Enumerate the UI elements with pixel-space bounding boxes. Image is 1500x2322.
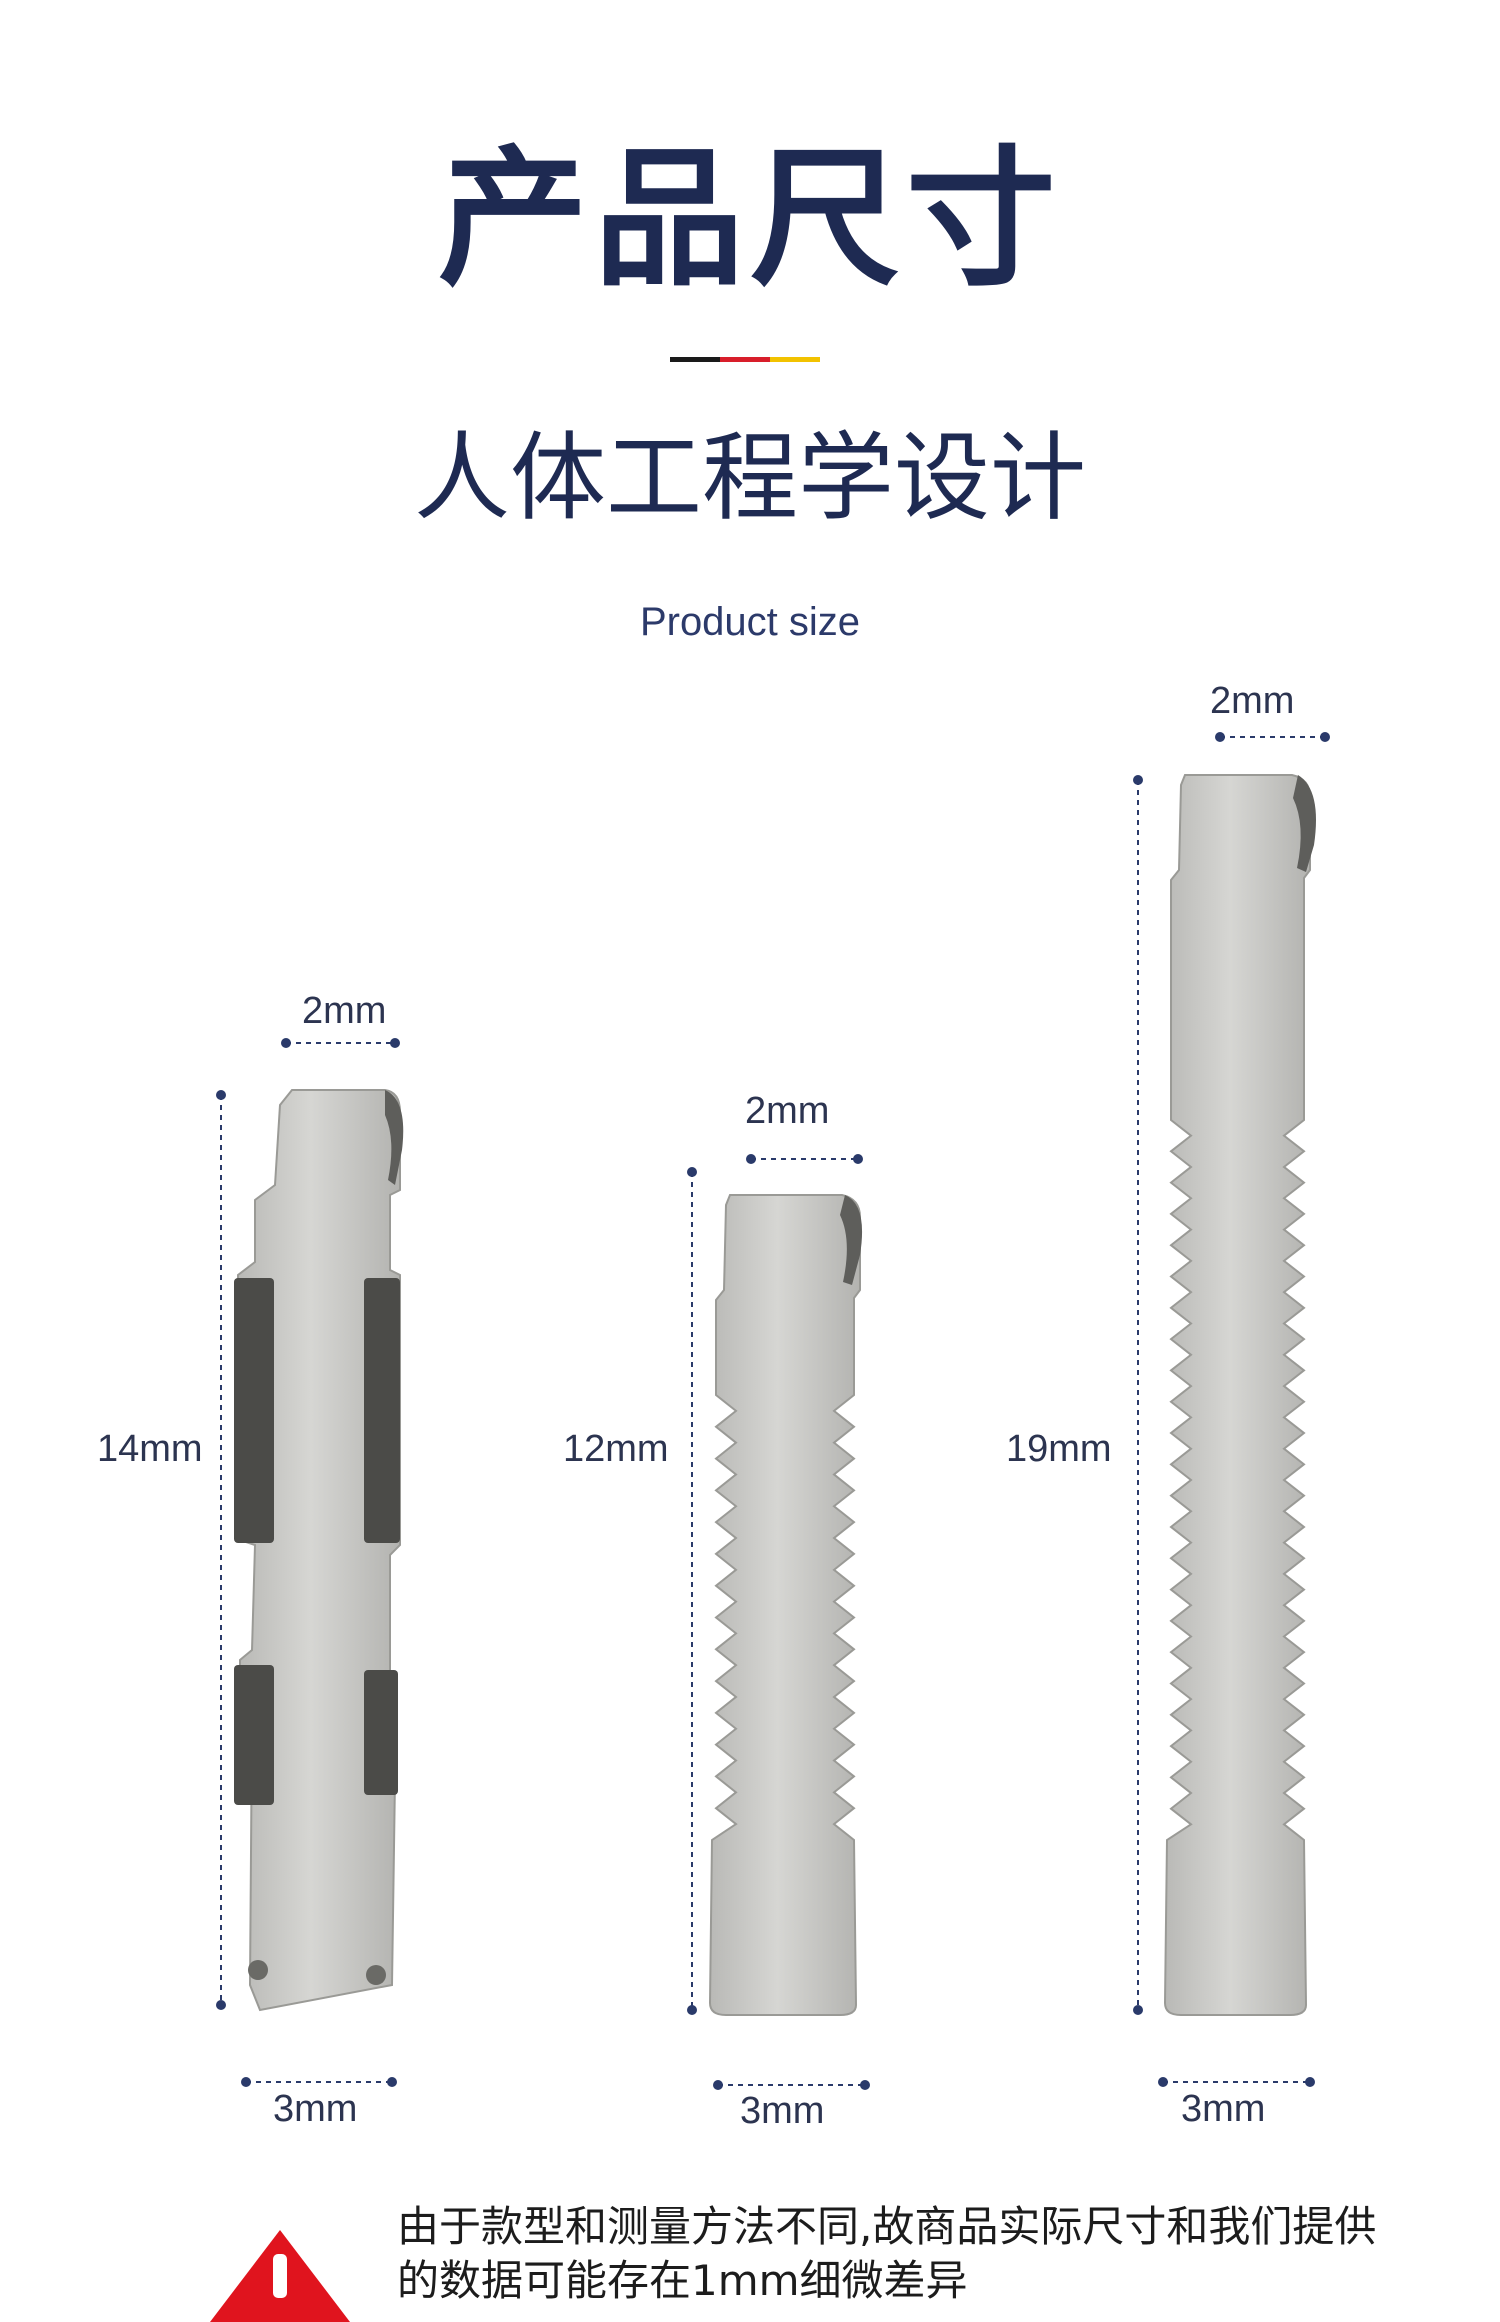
dimension-lines xyxy=(220,736,1325,2086)
clip-hook xyxy=(840,1195,863,1285)
clip-body xyxy=(236,1089,401,2012)
english-subtitle: Product size xyxy=(639,600,861,644)
dim-label-length: 14mm xyxy=(97,1428,203,1470)
disclaimer-text: 由于款型和测量方法不同,故商品实际尺寸和我们提供的数据可能存在1mm细微差异 xyxy=(397,2202,1377,2305)
clip-hook xyxy=(1293,775,1316,872)
accent-segment-black xyxy=(670,357,720,362)
clip-hook xyxy=(385,1090,404,1185)
clip-slot xyxy=(364,1278,400,1543)
clip-rivet xyxy=(366,1965,386,1985)
dim-label-length: 12mm xyxy=(563,1428,669,1470)
dim-label-width: 2mm xyxy=(302,990,387,1032)
clip-12mm xyxy=(708,1194,863,2016)
clip-rivet xyxy=(248,1960,268,1980)
dim-label-base: 3mm xyxy=(740,2090,825,2132)
clip-14mm xyxy=(234,1089,404,2012)
clip-19mm xyxy=(1163,774,1316,2016)
accent-segment-red xyxy=(720,357,770,362)
dim-label-base: 3mm xyxy=(1181,2088,1266,2130)
dim-label-width: 2mm xyxy=(1210,680,1295,722)
clip-slot xyxy=(234,1665,274,1805)
dimension-endpoints xyxy=(216,732,1330,2090)
dim-label-base: 3mm xyxy=(273,2088,358,2130)
accent-segment-yellow xyxy=(770,357,820,362)
accent-divider xyxy=(670,357,820,362)
clip-slot xyxy=(364,1670,398,1795)
clip-body xyxy=(1163,774,1311,2016)
dim-label-width: 2mm xyxy=(745,1090,830,1132)
warning-icon xyxy=(210,2230,350,2322)
clip-slot xyxy=(234,1278,274,1543)
page-subtitle: 人体工程学设计 xyxy=(414,422,1086,534)
dim-label-length: 19mm xyxy=(1006,1428,1112,1470)
page-title: 产品尺寸 xyxy=(437,133,1062,307)
clip-body xyxy=(708,1194,861,2016)
